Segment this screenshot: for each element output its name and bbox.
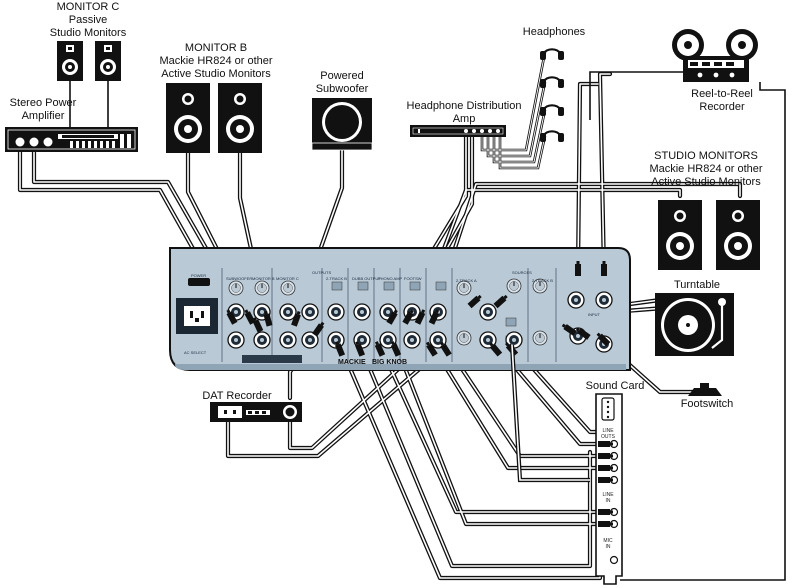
studio-monitors-title: STUDIO MONITORS	[654, 150, 758, 162]
powered-subwoofer	[311, 98, 373, 151]
mixer-section-footsw: FOOTSW	[404, 276, 422, 281]
sound-card-line-outs: LINE OUTS	[601, 428, 615, 440]
mixer-section-dubb: DUBB OUTPUT	[352, 276, 381, 281]
hp-amp-label: Headphone Distribution Amp	[402, 100, 526, 126]
reel-to-reel-line2: Recorder	[699, 101, 745, 113]
headphone-distribution-amp	[410, 125, 506, 137]
hp-amp-line1: Headphone Distribution	[406, 100, 522, 112]
reel-to-reel-label: Reel-to-Reel Recorder	[680, 88, 764, 114]
studio-monitors-label: STUDIO MONITORS Mackie HR824 or other Ac…	[646, 150, 766, 189]
reel-to-reel-recorder	[672, 29, 758, 82]
monitor-c-title: MONITOR C	[56, 1, 120, 13]
mixer-section-monitor-c: MONITOR C	[276, 276, 299, 281]
mixer-section-2track-a: 2-TRACK A	[456, 278, 477, 283]
stereo-power-amplifier	[5, 127, 138, 152]
mixer-section-phono-amp: PHONO AMP	[378, 276, 403, 281]
mixer-outputs-label: OUTPUTS	[312, 270, 332, 275]
mixer-model: BIG KNOB	[372, 359, 407, 366]
big-knob-mixer	[169, 247, 631, 371]
monitor-b-desc: Active Studio Monitors	[161, 68, 271, 80]
mixer-ac-label: AC SELECT	[184, 350, 207, 355]
mixer-section-2track-b: 2-TRACK B	[326, 276, 347, 281]
mixer-section-input: INPUT	[588, 312, 600, 317]
subwoofer-line2: Subwoofer	[315, 83, 369, 95]
mixer-brand: MACKIE	[338, 359, 366, 366]
monitor-b-model: Mackie HR824 or other	[159, 55, 273, 67]
studio-monitors-model: Mackie HR824 or other	[649, 163, 763, 175]
monitor-b-label: MONITOR B Mackie HR824 or other Active S…	[146, 42, 286, 81]
footswitch-label: Footswitch	[680, 398, 734, 410]
reel-to-reel-line1: Reel-to-Reel	[691, 88, 753, 100]
headphones-label: Headphones	[522, 26, 586, 38]
monitor-c-desc: Studio Monitors	[49, 27, 127, 39]
turntable-label: Turntable	[673, 279, 721, 291]
subwoofer-line1: Powered	[320, 70, 364, 82]
monitor-c-label: MONITOR C Passive Studio Monitors	[38, 1, 138, 40]
footswitch-device	[688, 383, 722, 396]
sound-card	[595, 393, 623, 585]
monitor-b-speakers	[166, 83, 262, 153]
turntable	[655, 293, 734, 356]
stereo-amp-line2: Amplifier	[21, 110, 65, 122]
mixer-section-subwoofer: SUBWOOFER	[226, 276, 253, 281]
sound-card-label: Sound Card	[585, 380, 645, 392]
mixer-sources-label: SOURCES	[512, 270, 532, 275]
stereo-amp-line1: Stereo Power	[9, 97, 77, 109]
monitor-c-type: Passive	[68, 14, 108, 26]
studio-monitors	[658, 200, 760, 270]
monitor-c-speakers	[57, 41, 121, 127]
sound-card-line-in: LINE IN	[602, 492, 614, 504]
dat-recorder-label: DAT Recorder	[202, 390, 272, 402]
stereo-amp-label: Stereo Power Amplifier	[0, 97, 86, 123]
sound-card-mic-in: MIC IN	[603, 538, 613, 550]
subwoofer-label: Powered Subwoofer	[300, 70, 384, 96]
hp-amp-line2: Amp	[452, 113, 476, 125]
mixer-section-monitor-b: MONITOR B	[252, 276, 275, 281]
studio-monitors-desc: Active Studio Monitors	[651, 176, 761, 188]
dat-recorder	[210, 402, 302, 422]
mixer-power-label: POWER	[191, 273, 207, 278]
monitor-b-title: MONITOR B	[184, 42, 248, 54]
mixer-section-2track-b2: 2-TRACK B	[532, 278, 553, 283]
